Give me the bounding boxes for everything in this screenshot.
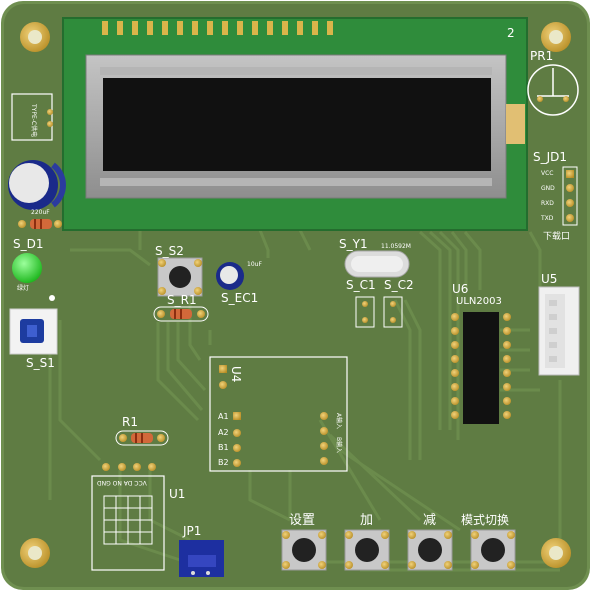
capacitor-s-ec1 [216,262,244,290]
pr1-photoresistor [527,64,579,116]
jd-rxd-label: RXD [541,200,554,207]
u5-label: U5 [541,272,558,286]
typec-connector [11,93,53,141]
u4-a1-label: A1 [218,412,229,421]
u4-b2-label: B2 [218,458,229,467]
s-jd1-header [562,166,578,226]
resistor-s-r1 [153,306,209,322]
green-led [12,253,55,301]
dip-switch-s-s1[interactable] [9,308,58,355]
jp1-label: JP1 [183,524,202,538]
button-subtract[interactable] [407,529,453,571]
jd-download-label: 下载口 [543,232,571,242]
uln2003-label: ULN2003 [456,296,502,307]
s-ec1-label: S_EC1 [221,291,259,305]
connector-u5 [538,286,580,376]
led-text-label: 绿灯 [17,285,30,292]
u4-b1-label: B1 [218,443,229,452]
u6-label: U6 [452,282,469,296]
button-s-s2[interactable] [157,257,203,297]
crystal-s-y1 [344,250,410,278]
u4-label: U4 [229,366,243,383]
button-mode-label: 模式切换 [461,513,510,527]
capacitor-s-c2 [383,296,403,328]
ec1-value-label: 10uF [247,261,262,268]
u4-b-input-label: B输入 [335,437,342,454]
typec-label: TYPE-C供电 [30,104,37,138]
u1-pins-label: VCC DA NO GND [97,479,147,486]
resistor-r1 [115,430,169,446]
left-resistor-value: 220uF [31,209,50,216]
y1-value-label: 11.0592M [381,243,411,250]
u1-label: U1 [169,487,186,501]
electrolytic-capacitor-large [8,160,66,210]
u4-a-input-label: A输入 [335,413,342,430]
s-c1-label: S_C1 [346,278,376,292]
u4-a2-label: A2 [218,428,229,437]
jd-vcc-label: VCC [541,170,554,177]
button-mode[interactable] [470,529,516,571]
button-setup[interactable] [281,529,327,571]
s-s2-label: S_S2 [155,244,184,258]
resistor-left [18,219,62,229]
pr1-label: PR1 [530,49,554,63]
s-r1-label: S_R1 [167,293,197,307]
s-y1-label: S_Y1 [339,237,368,251]
lcd-pin-2-label: 2 [507,26,515,40]
s-jd1-label: S_JD1 [533,150,568,164]
button-add[interactable] [344,529,390,571]
ic-uln2003 [451,312,511,424]
s-s1-label: S_S1 [26,356,55,370]
lcd-module [62,17,528,231]
jumper-jp1[interactable] [179,540,224,577]
r1-label: R1 [122,415,138,429]
s-d1-label: S_D1 [13,237,44,251]
button-setup-label: 设置 [289,513,316,528]
button-add-label: 加 [360,513,374,528]
s-c2-label: S_C2 [384,278,414,292]
capacitor-s-c1 [355,296,375,328]
jd-gnd-label: GND [541,185,555,192]
button-subtract-label: 减 [423,513,437,528]
module-u1 [91,463,165,571]
module-u4 [209,356,348,472]
jd-txd-label: TXD [541,215,554,222]
